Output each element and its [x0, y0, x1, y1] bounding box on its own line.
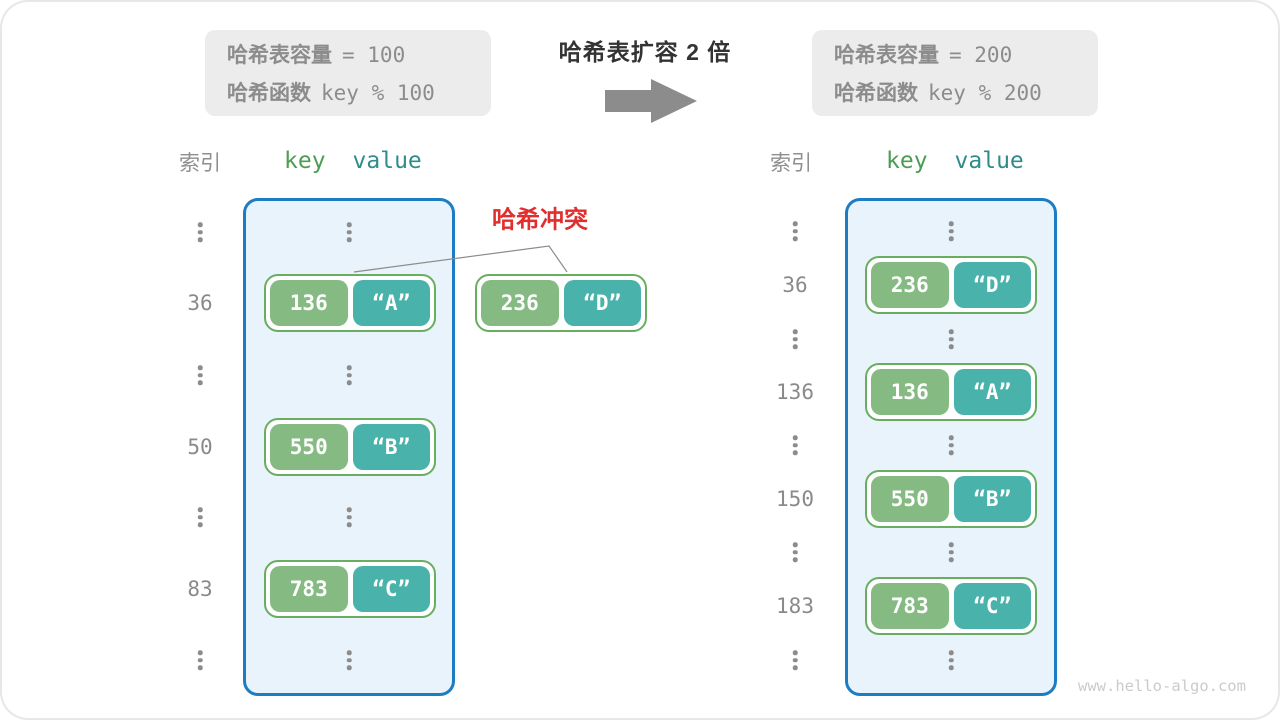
- vertical-ellipsis-icon: [948, 221, 954, 241]
- index-label: 136: [776, 380, 814, 404]
- value-header: value: [352, 148, 422, 174]
- capacity-label: 哈希表容量: [227, 44, 332, 67]
- key-cell: 136: [871, 369, 949, 415]
- value-header: value: [954, 148, 1024, 174]
- vertical-ellipsis-icon: [346, 650, 352, 670]
- kv-column-header-right: key value: [886, 148, 1024, 174]
- right-block-arrow-icon: [605, 79, 697, 123]
- capacity-line: 哈希表容量 = 200: [834, 39, 1098, 69]
- capacity-line: 哈希表容量 = 100: [227, 39, 491, 69]
- value-cell: “C”: [352, 566, 430, 612]
- bucket-pair: 550 “B”: [264, 418, 436, 476]
- hash-function-line: 哈希函数 key % 200: [834, 77, 1098, 107]
- bucket-pair: 236 “D”: [865, 256, 1037, 314]
- bucket-pair: 550 “B”: [865, 470, 1037, 528]
- key-header: key: [284, 148, 326, 174]
- index-label: 183: [776, 594, 814, 618]
- transition-title: 哈希表扩容 2 倍: [558, 39, 732, 65]
- index-label: 83: [187, 577, 213, 601]
- value-cell: “B”: [953, 476, 1031, 522]
- vertical-ellipsis-icon: [948, 435, 954, 455]
- vertical-ellipsis-icon: [792, 329, 798, 349]
- index-label: 50: [187, 435, 213, 459]
- vertical-ellipsis-icon: [197, 507, 203, 527]
- vertical-ellipsis-icon: [792, 221, 798, 241]
- hash-function-label: 哈希函数: [834, 82, 918, 105]
- hash-function-label: 哈希函数: [227, 82, 311, 105]
- hash-function-value: key % 100: [321, 81, 435, 105]
- vertical-ellipsis-icon: [197, 365, 203, 385]
- info-box-before: 哈希表容量 = 100 哈希函数 key % 100: [205, 30, 491, 116]
- hash-function-value: key % 200: [928, 81, 1042, 105]
- index-label: 36: [187, 291, 213, 315]
- bucket-pair: 136 “A”: [264, 274, 436, 332]
- vertical-ellipsis-icon: [792, 435, 798, 455]
- value-cell: “D”: [953, 262, 1031, 308]
- watermark: www.hello-algo.com: [1078, 677, 1246, 695]
- index-label: 36: [782, 273, 808, 297]
- key-header: key: [886, 148, 928, 174]
- key-cell: 550: [871, 476, 949, 522]
- value-cell: “A”: [352, 280, 430, 326]
- vertical-ellipsis-icon: [346, 222, 352, 242]
- index-column-header-left: 索引: [179, 152, 221, 175]
- hash-function-line: 哈希函数 key % 100: [227, 77, 491, 107]
- key-cell: 136: [270, 280, 348, 326]
- value-cell: “D”: [563, 280, 641, 326]
- capacity-value: = 100: [342, 43, 406, 67]
- vertical-ellipsis-icon: [948, 650, 954, 670]
- vertical-ellipsis-icon: [197, 222, 203, 242]
- value-cell: “B”: [352, 424, 430, 470]
- info-box-after: 哈希表容量 = 200 哈希函数 key % 200: [812, 30, 1098, 116]
- vertical-ellipsis-icon: [346, 507, 352, 527]
- key-cell: 550: [270, 424, 348, 470]
- value-cell: “A”: [953, 369, 1031, 415]
- colliding-pair: 236 “D”: [475, 274, 647, 332]
- vertical-ellipsis-icon: [948, 542, 954, 562]
- vertical-ellipsis-icon: [948, 329, 954, 349]
- key-cell: 783: [270, 566, 348, 612]
- capacity-label: 哈希表容量: [834, 44, 939, 67]
- key-cell: 783: [871, 583, 949, 629]
- key-cell: 236: [871, 262, 949, 308]
- bucket-pair: 136 “A”: [865, 363, 1037, 421]
- vertical-ellipsis-icon: [792, 650, 798, 670]
- index-column-header-right: 索引: [770, 152, 812, 175]
- vertical-ellipsis-icon: [197, 650, 203, 670]
- collision-label: 哈希冲突: [492, 206, 588, 234]
- bucket-pair: 783 “C”: [264, 560, 436, 618]
- vertical-ellipsis-icon: [346, 365, 352, 385]
- capacity-value: = 200: [949, 43, 1013, 67]
- index-label: 150: [776, 487, 814, 511]
- key-cell: 236: [481, 280, 559, 326]
- vertical-ellipsis-icon: [792, 542, 798, 562]
- value-cell: “C”: [953, 583, 1031, 629]
- kv-column-header-left: key value: [284, 148, 422, 174]
- bucket-pair: 783 “C”: [865, 577, 1037, 635]
